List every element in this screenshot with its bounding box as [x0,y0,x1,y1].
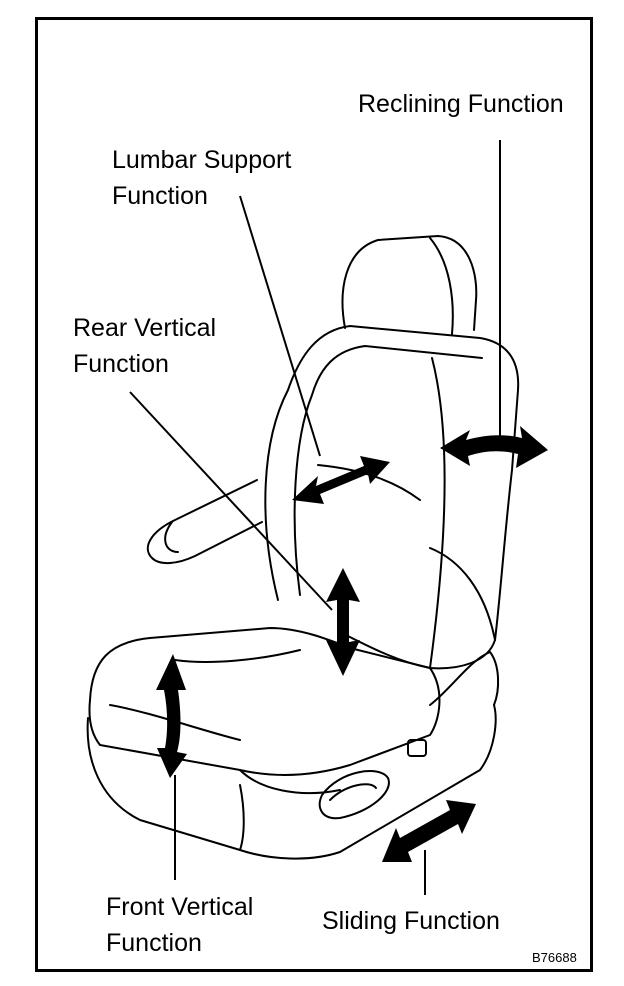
base-side [239,784,245,851]
backrest-seam [317,464,421,501]
armrest [146,479,263,564]
label-front-vertical-function: Front Vertical Function [106,893,254,957]
figure-id: B76688 [532,950,577,965]
cushion-seam [174,649,301,663]
label-lumbar-support-function: Lumbar Support Function [112,146,292,210]
label-reclining-function: Reclining Function [358,90,564,118]
base-track [429,651,500,706]
label-sliding-function: Sliding Function [322,907,500,935]
reclining-arrow [440,426,548,468]
front-vertical-arrow [156,654,187,778]
lumbar-arrow [292,456,390,504]
seat-base [86,704,497,860]
armrest-edge [164,521,179,553]
backrest-inner [293,345,483,596]
cushion-front [239,769,341,795]
headrest [341,235,478,331]
switch-knob [329,783,377,801]
backrest [264,325,520,670]
leader-rear-vertical [129,391,333,611]
headrest-side [429,237,454,335]
lumbar-switch [407,739,427,757]
leader-lumbar [239,195,321,457]
label-rear-vertical-function: Rear Vertical Function [73,314,217,378]
sliding-arrow [382,800,476,862]
seat-switch [318,770,390,820]
seat-cushion [88,627,441,776]
rear-vertical-arrow [326,568,360,676]
backrest-seam-2 [429,547,496,641]
backrest-wing [429,357,446,669]
